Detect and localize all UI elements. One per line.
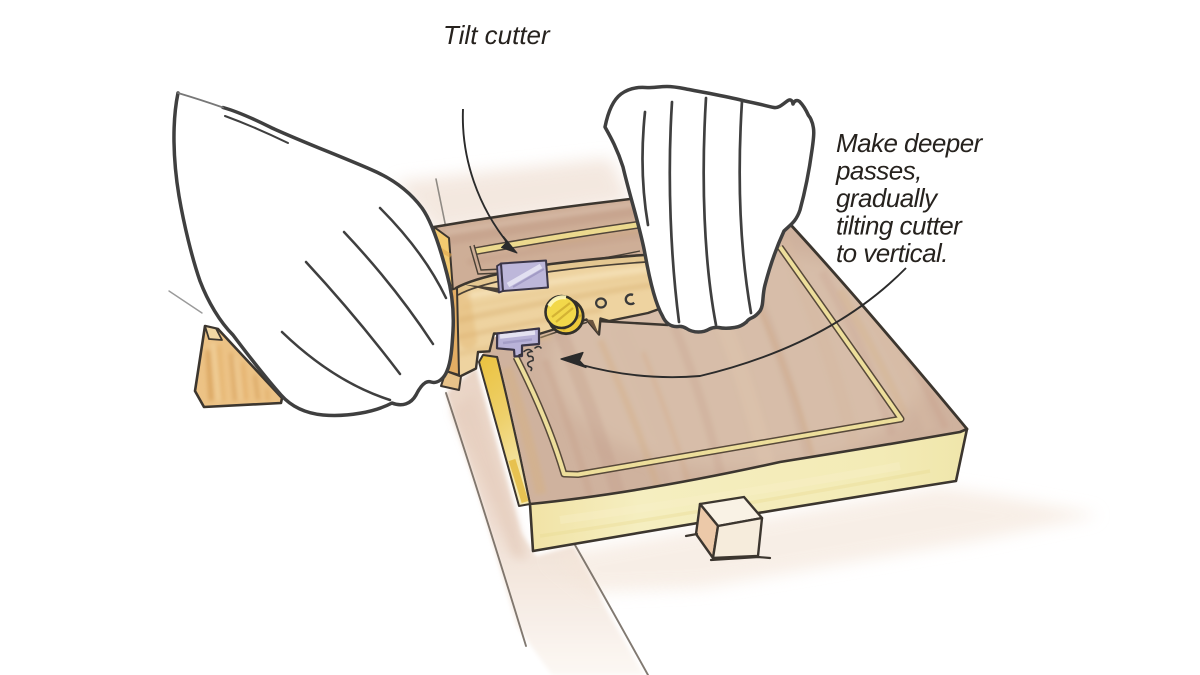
svg-text:to vertical.: to vertical. [836,238,948,268]
svg-text:passes,: passes, [835,156,922,186]
svg-text:Make deeper: Make deeper [836,128,984,158]
svg-text:gradually: gradually [836,183,939,213]
svg-text:tilting cutter: tilting cutter [836,211,963,241]
svg-text:Tilt cutter: Tilt cutter [443,20,551,50]
